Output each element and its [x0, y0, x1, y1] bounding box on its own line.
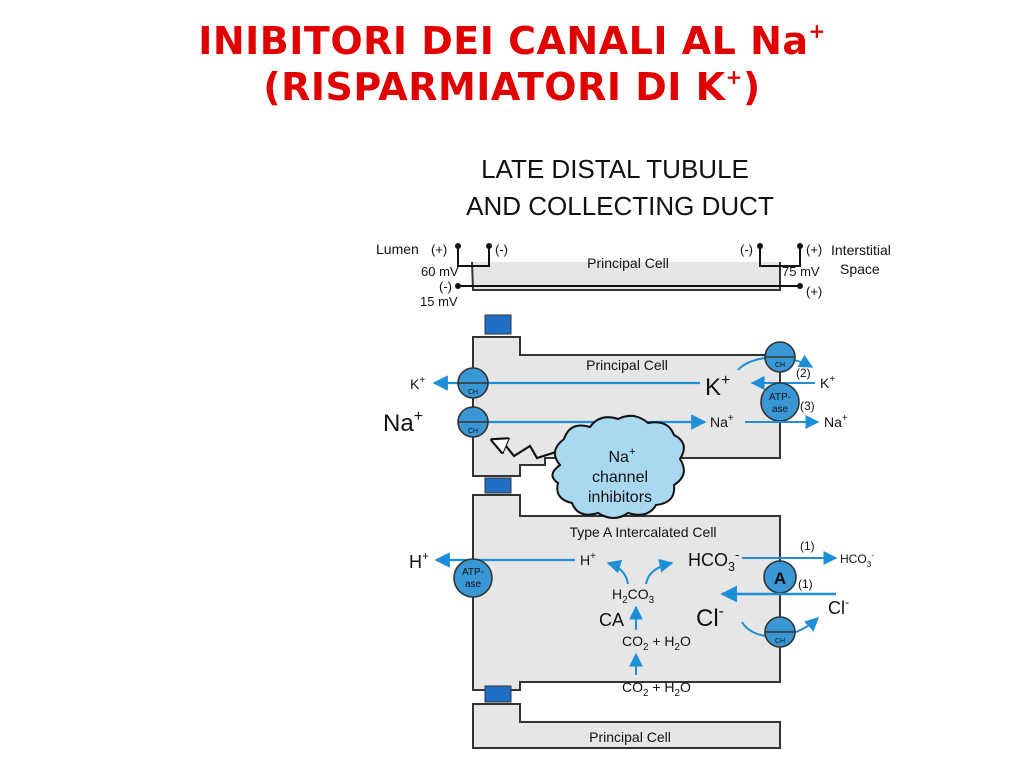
step-1-upper: (1) — [800, 539, 815, 553]
lumen-plus: (+) — [431, 242, 447, 257]
ca-label: CA — [599, 610, 624, 630]
k-channel-basolateral: CH — [764, 341, 796, 373]
diagram-heading-1: LATE DISTAL TUBULE — [481, 154, 749, 184]
svg-text:ATP-: ATP- — [769, 392, 791, 403]
hco3-cell-label: HCO3- — [688, 548, 739, 574]
k-channel-luminal: CH — [457, 367, 489, 399]
h-cell-label: H+ — [580, 551, 596, 568]
principal-cell-top-label: Principal Cell — [587, 255, 669, 271]
svg-text:ATP-: ATP- — [462, 567, 484, 578]
title-line-2-text: (RISPARMIATORI DI K — [263, 65, 726, 109]
h2co3-split-left — [606, 559, 629, 585]
principal-cell-middle-label: Principal Cell — [586, 357, 668, 373]
tight-junction-3 — [484, 685, 512, 703]
principal-cell-top: Principal Cell — [471, 255, 781, 291]
na-lumen-label: Na+ — [383, 408, 423, 437]
title-line-2-sup: + — [725, 65, 743, 89]
title-line-1-sup: + — [808, 19, 826, 43]
svg-text:ase: ase — [465, 579, 482, 590]
diagram-heading-2: AND COLLECTING DUCT — [466, 191, 774, 221]
voltage-electrodes — [457, 246, 801, 287]
interstitial-label-1: Interstitial — [831, 242, 891, 258]
principal-cell-bottom: Principal Cell — [472, 703, 781, 749]
title-line-1: INIBITORI DEI CANALI AL Na+ — [0, 18, 1024, 64]
svg-text:CH: CH — [775, 362, 785, 369]
interstitial-plus-lower: (+) — [806, 284, 822, 299]
lumen-minus: (-) — [495, 242, 508, 257]
svg-text:CH: CH — [468, 428, 478, 435]
electrode-dots — [455, 243, 803, 289]
cl-hco3-exchanger: A — [763, 560, 797, 594]
h-atpase-pump: ATP- ase — [453, 558, 493, 598]
slide-title: INIBITORI DEI CANALI AL Na+ (RISPARMIATO… — [0, 18, 1024, 110]
k-interstitial-label: K+ — [820, 374, 835, 391]
voltage-60: 60 mV — [421, 264, 459, 279]
inhibitor-lightning-arrow — [492, 440, 557, 460]
cl-cell-label: Cl- — [696, 603, 724, 632]
h-lumen-label: H+ — [409, 549, 429, 572]
tight-junction-2 — [484, 477, 512, 494]
intercalated-cell: Type A Intercalated Cell — [472, 494, 781, 691]
title-line-2: (RISPARMIATORI DI K+) — [0, 64, 1024, 110]
co2-h2o-interstitial: CO2 + H2O — [622, 679, 691, 699]
voltage-75: 75 mV — [782, 264, 820, 279]
step-1-lower: (1) — [798, 577, 813, 591]
svg-text:CH: CH — [468, 389, 478, 396]
hco3-interstitial-label: HCO3- — [840, 550, 874, 569]
svg-text:CH: CH — [775, 638, 785, 645]
intercalated-cell-label: Type A Intercalated Cell — [569, 524, 716, 540]
voltage-15: 15 mV — [420, 294, 458, 309]
inhibitor-label-3: inhibitors — [588, 489, 652, 506]
step-3-label: (3) — [800, 399, 815, 413]
tight-junction-1 — [484, 314, 512, 335]
na-channel-luminal: CH — [457, 406, 489, 438]
k-lumen-label: K+ — [410, 375, 425, 392]
lumen-label: Lumen — [376, 241, 419, 257]
interstitial-plus: (+) — [806, 242, 822, 257]
title-line-2-close: ) — [742, 65, 761, 109]
principal-cell-bottom-label: Principal Cell — [589, 729, 671, 745]
na-k-atpase-pump: ATP- ase — [760, 382, 800, 422]
interstitial-minus: (-) — [740, 242, 753, 257]
svg-text:A: A — [774, 569, 786, 588]
lumen-minus-lower: (-) — [439, 279, 452, 294]
na-interstitial-label: Na+ — [824, 413, 848, 430]
step-2-label: (2) — [796, 366, 811, 380]
na-cell-label: Na+ — [710, 413, 734, 430]
h2co3-label: H2CO3 — [612, 586, 655, 606]
principal-cell-middle: Principal Cell — [472, 336, 781, 477]
title-line-1-text: INIBITORI DEI CANALI AL Na — [198, 19, 809, 63]
inhibitor-label-2: channel — [592, 469, 648, 486]
cl-channel-basolateral: CH — [764, 616, 796, 648]
inhibitor-label-1: Na+ — [609, 446, 636, 466]
cl-interstitial-label: Cl- — [828, 595, 849, 618]
h2co3-split-right — [645, 558, 674, 585]
interstitial-label-2: Space — [840, 261, 880, 277]
svg-text:ase: ase — [772, 404, 789, 415]
k-cell-label: K+ — [705, 372, 730, 401]
inhibitor-cloud — [551, 414, 685, 519]
co2-h2o-cell: CO2 + H2O — [622, 633, 691, 653]
